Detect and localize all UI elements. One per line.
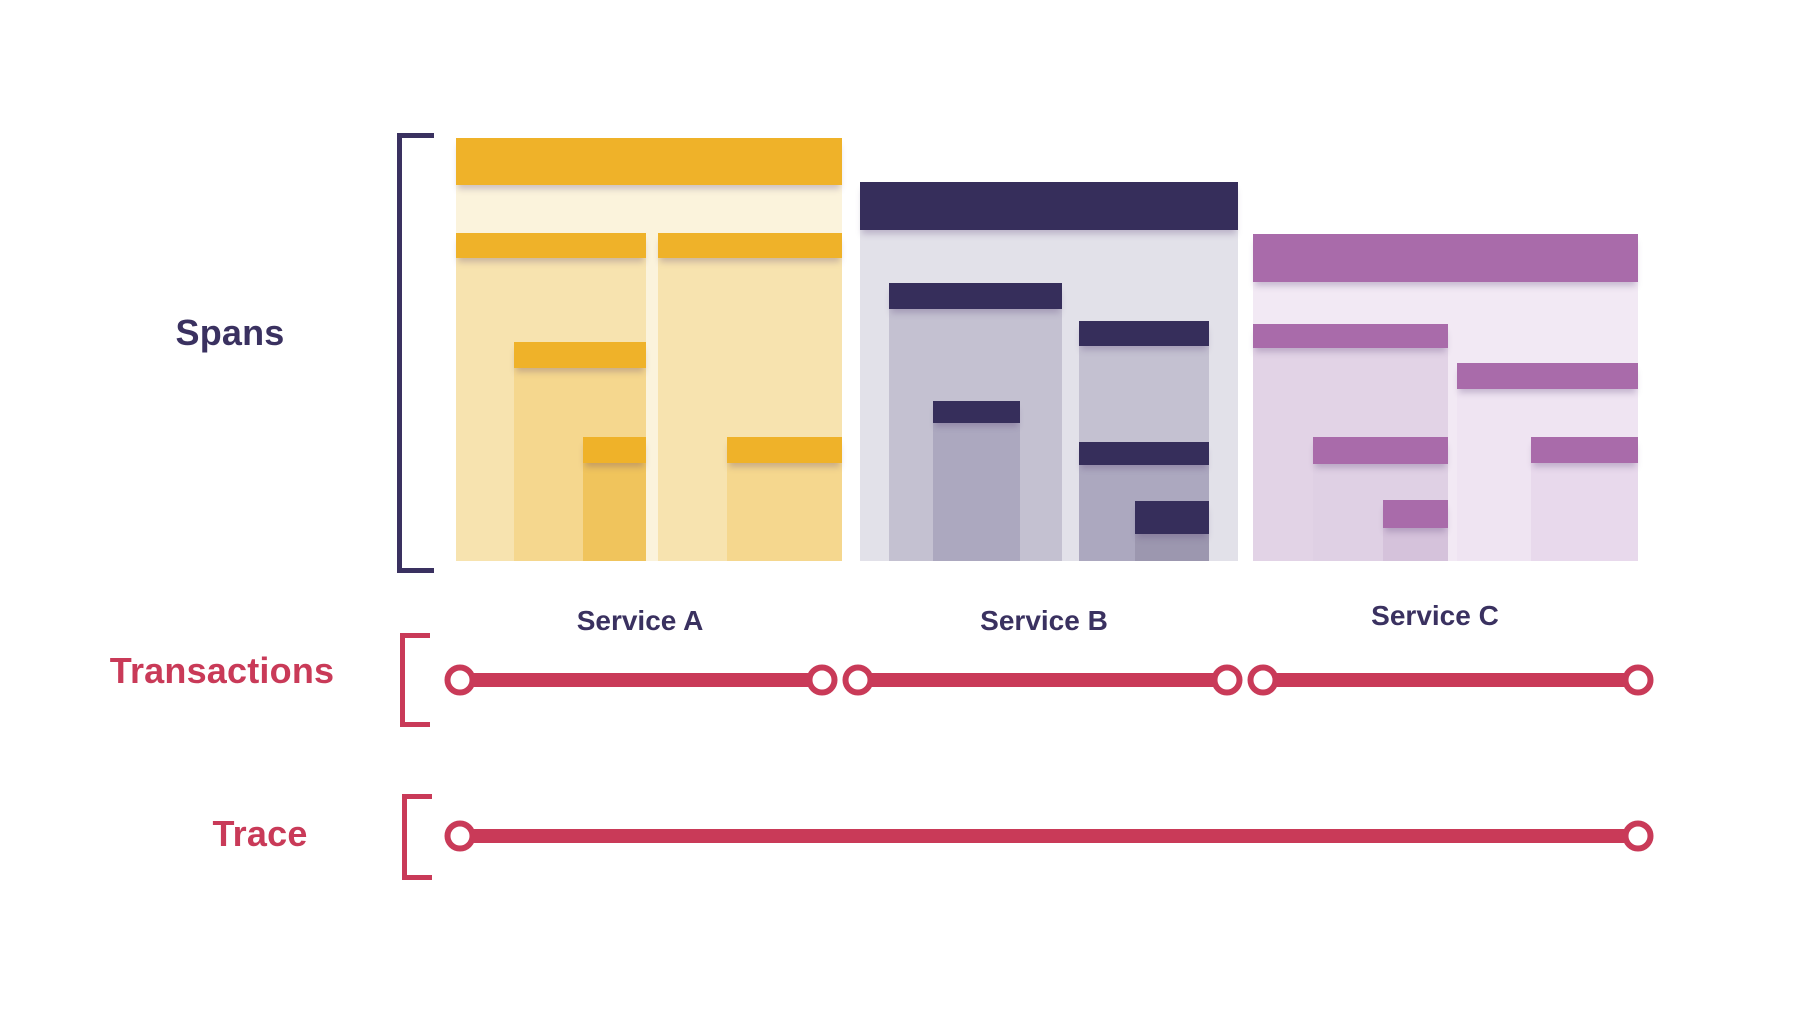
transaction-line-3 [1263,673,1638,687]
service-b-label: Service B [980,605,1108,636]
service-b-span-header [1079,321,1209,346]
transaction-line-2-end-dot [1211,664,1243,696]
service-c-span-header [1253,234,1638,282]
transaction-line-1-end-dot [806,664,838,696]
transactions-row-label: Transactions [109,650,335,691]
trace-line-end-dot [1622,820,1654,852]
spans-row-label: Spans [175,312,285,353]
service-a-span-header [456,138,842,185]
transaction-line-3-start-dot [1247,664,1279,696]
spans-bracket [397,133,434,573]
trace-line [460,829,1638,843]
service-c-span-header [1531,437,1638,463]
service-b-span-level-3 [933,401,1020,561]
service-c-label: Service C [1371,600,1499,631]
service-b-span-header [889,283,1062,309]
transaction-line-2 [858,673,1227,687]
service-c-span-level-4 [1383,500,1448,561]
service-c-span-header [1313,437,1448,464]
service-c-span-header [1253,324,1448,348]
service-c-span-header [1383,500,1448,528]
transaction-line-1-start-dot [444,664,476,696]
service-b-span-header [1135,501,1209,534]
service-a-span-header [727,437,842,463]
service-b-span-header [933,401,1020,423]
transaction-line-2-start-dot [842,664,874,696]
trace-bracket [402,794,432,880]
service-a-span-header [658,233,842,258]
service-a-span-header [514,342,646,368]
service-a-span-header [456,233,646,258]
service-a-span-level-4 [583,437,646,561]
transactions-bracket [400,633,430,727]
service-a-span-level-3 [727,437,842,561]
trace-row-label: Trace [212,813,308,854]
transaction-line-3-end-dot [1622,664,1654,696]
service-c-span-header [1457,363,1638,389]
service-c-span-level-3 [1531,437,1638,561]
service-a-label: Service A [576,605,704,636]
trace-line-start-dot [444,820,476,852]
service-a-span-header [583,437,646,463]
service-b-span-header [1079,442,1209,465]
service-b-span-level-4 [1135,501,1209,561]
transaction-line-1 [460,673,822,687]
service-b-span-header [860,182,1238,230]
